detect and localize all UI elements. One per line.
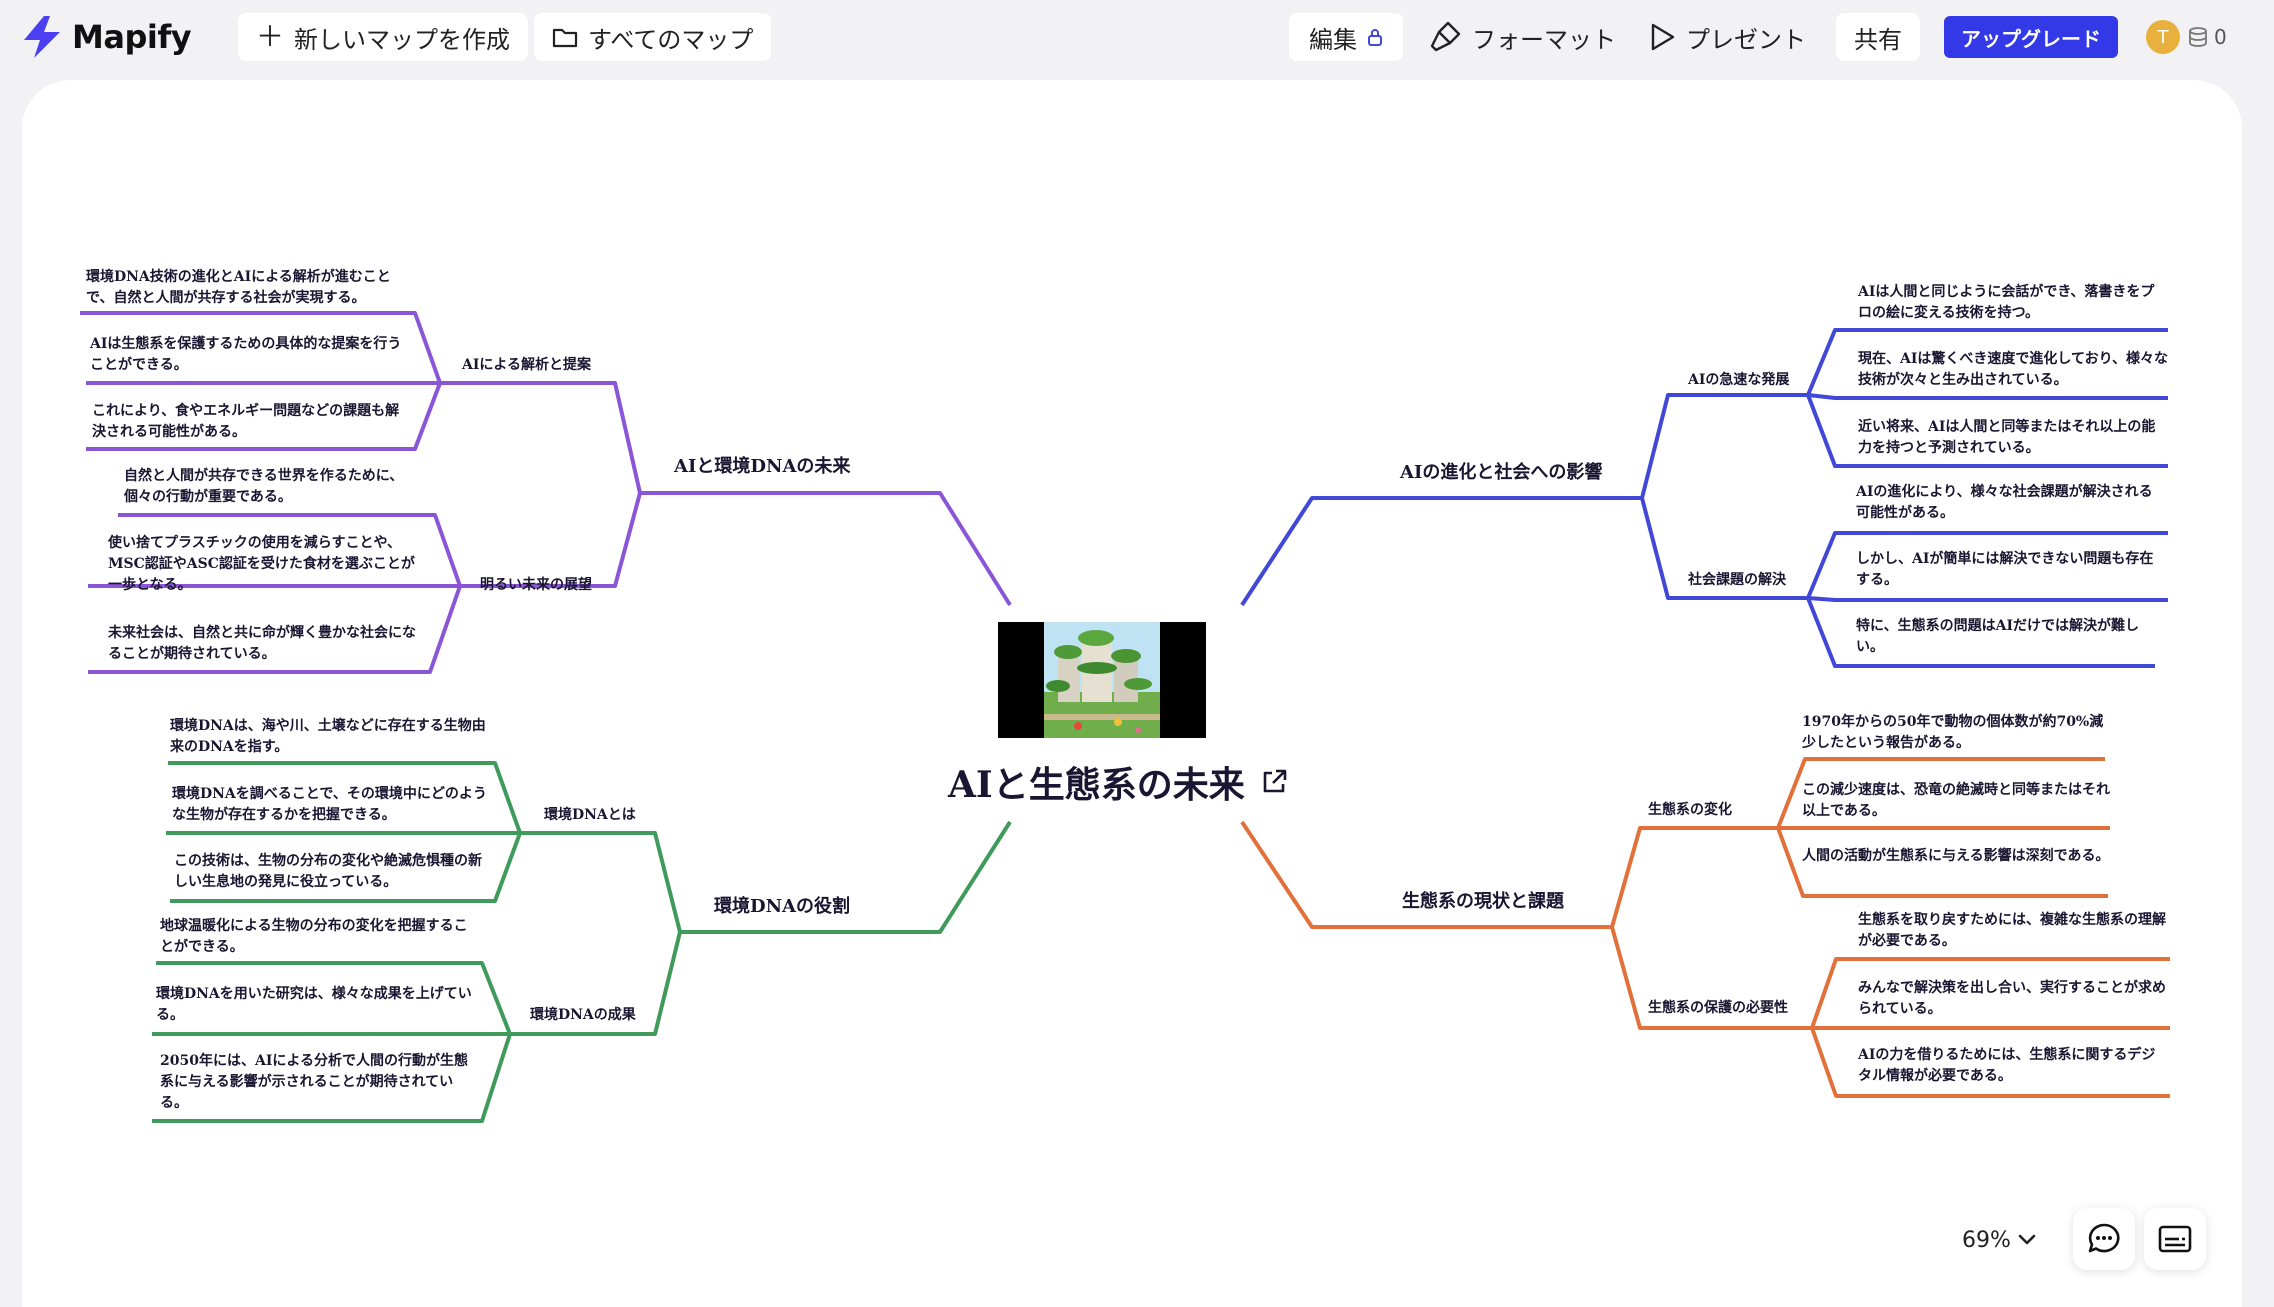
- present-label: プレゼント: [1686, 25, 1806, 54]
- credits-indicator[interactable]: 0: [2188, 20, 2227, 54]
- center-title: AIと生態系の未来: [948, 764, 1245, 806]
- present-button[interactable]: プレゼント: [1648, 13, 1806, 61]
- leaf-node[interactable]: 現在、AIは驚くべき速度で進化しており、様々な技術が次々と生み出されている。: [1858, 351, 2169, 388]
- zoom-level: 69%: [1962, 1227, 2011, 1253]
- external-link-icon[interactable]: [1259, 767, 1289, 797]
- leaf-node[interactable]: AIは生態系を保護するための具体的な提案を行うことができる。: [90, 336, 402, 373]
- center-node[interactable]: AIと生態系の未来: [948, 756, 1289, 808]
- avatar[interactable]: T: [2146, 20, 2180, 54]
- leaf-node[interactable]: AIの進化により、様々な社会課題が解決される可能性がある。: [1856, 484, 2153, 521]
- subtopic-ecosystem-protection[interactable]: 生態系の保護の必要性: [1648, 1000, 1788, 1016]
- top-bar: Mapify ＋ 新しいマップを作成 すべてのマップ 編集 フォーマット プレゼ…: [0, 0, 2274, 74]
- leaf-node[interactable]: 使い捨てプラスチックの使用を減らすことや、MSC認証やASC認証を受けた食材を選…: [108, 535, 415, 593]
- subtopic-what-is-edna[interactable]: 環境DNAとは: [544, 807, 636, 823]
- lock-icon: [1368, 29, 1382, 46]
- leaf-node[interactable]: 環境DNAを調べることで、その環境中にどのような生物が存在するかを把握できる。: [172, 786, 487, 823]
- credits-count: 0: [2214, 25, 2227, 49]
- subtitles-button[interactable]: [2144, 1208, 2206, 1270]
- all-maps-label: すべてのマップ: [588, 25, 754, 54]
- leaf-node[interactable]: 自然と人間が共存できる世界を作るために、個々の行動が重要である。: [124, 468, 404, 505]
- chevron-down-icon: [2018, 1234, 2036, 1245]
- subtopic-edna-results[interactable]: 環境DNAの成果: [530, 1007, 636, 1023]
- branch-edna-role[interactable]: 環境DNAの役割: [714, 896, 851, 917]
- blue-connectors: [1240, 328, 2168, 668]
- leaf-node[interactable]: AIの力を借りるためには、生態系に関するデジタル情報が必要である。: [1858, 1047, 2156, 1084]
- leaf-node[interactable]: AIは人間と同じように会話ができ、落書きをプロの絵に変える技術を持つ。: [1858, 284, 2155, 321]
- connector-lines: [80, 311, 2170, 1123]
- leaf-node[interactable]: 1970年からの50年で動物の個体数が約70%減少したという報告がある。: [1802, 714, 2104, 751]
- leaf-node[interactable]: この技術は、生物の分布の変化や絶滅危惧種の新しい生息地の発見に役立っている。: [174, 853, 482, 890]
- lightning-logo-icon: [24, 16, 60, 58]
- center-thumbnail-image[interactable]: [998, 622, 1206, 738]
- green-connectors: [152, 761, 1012, 1123]
- leaf-node[interactable]: この減少速度は、恐竜の絶滅時と同等またはそれ以上である。: [1802, 782, 2110, 819]
- format-label: フォーマット: [1472, 25, 1616, 54]
- leaf-node[interactable]: 環境DNA技術の進化とAIによる解析が進むことで、自然と人間が共存する社会が実現…: [86, 269, 391, 306]
- edit-label: 編集: [1309, 25, 1357, 54]
- leaf-node[interactable]: 生態系を取り戻すためには、複雑な生態系の理解が必要である。: [1858, 912, 2166, 949]
- share-button[interactable]: 共有: [1836, 13, 1920, 61]
- mindmap-canvas[interactable]: AIと生態系の未来 AIと環境DNAの未来 AIによる解析と提案 明るい未来の展…: [22, 80, 2242, 1307]
- branch-ai-society[interactable]: AIの進化と社会への影響: [1400, 462, 1603, 483]
- subtopic-ai-rapid-growth[interactable]: AIの急速な発展: [1688, 372, 1790, 388]
- eco-city-illustration: [998, 622, 1206, 738]
- all-maps-button[interactable]: すべてのマップ: [534, 13, 772, 61]
- plus-icon: ＋: [256, 20, 285, 53]
- leaf-node[interactable]: 特に、生態系の問題はAIだけでは解決が難しい。: [1856, 618, 2139, 655]
- branch-ai-edna-future[interactable]: AIと環境DNAの未来: [674, 456, 851, 477]
- new-map-button[interactable]: ＋ 新しいマップを作成: [238, 13, 529, 61]
- app-logo[interactable]: Mapify: [20, 13, 192, 61]
- format-button[interactable]: フォーマット: [1428, 13, 1616, 61]
- edit-button[interactable]: 編集: [1289, 13, 1403, 61]
- leaf-node[interactable]: 近い将来、AIは人間と同等またはそれ以上の能力を持つと予測されている。: [1858, 419, 2156, 456]
- share-label: 共有: [1854, 25, 1902, 54]
- mindmap: AIと生態系の未来 AIと環境DNAの未来 AIによる解析と提案 明るい未来の展…: [22, 80, 2242, 1307]
- folder-icon: [552, 28, 578, 48]
- paint-brush-icon: [1430, 21, 1461, 52]
- chat-button[interactable]: [2073, 1208, 2135, 1270]
- upgrade-button[interactable]: アップグレード: [1944, 16, 2118, 58]
- leaf-node[interactable]: これにより、食やエネルギー問題などの課題も解決される可能性がある。: [92, 403, 400, 440]
- leaf-node[interactable]: 環境DNAは、海や川、土壌などに存在する生物由来のDNAを指す。: [170, 718, 486, 755]
- orange-connectors: [1240, 757, 2170, 1098]
- purple-connectors: [80, 311, 1012, 674]
- leaf-node[interactable]: 地球温暖化による生物の分布の変化を把握することができる。: [160, 918, 468, 955]
- leaf-node[interactable]: 人間の活動が生態系に与える影響は深刻である。: [1802, 848, 2110, 864]
- coin-stack-icon: [2189, 27, 2207, 47]
- leaf-node[interactable]: 2050年には、AIによる分析で人間の行動が生態系に与える影響が示されることが期…: [160, 1053, 468, 1111]
- new-map-label: 新しいマップを作成: [294, 25, 511, 54]
- subtopic-ai-analysis[interactable]: AIによる解析と提案: [462, 357, 591, 373]
- chat-bubble-icon: [2088, 1223, 2120, 1253]
- branch-ecosystem-issues[interactable]: 生態系の現状と課題: [1402, 891, 1564, 912]
- app-name: Mapify: [72, 18, 192, 56]
- leaf-node[interactable]: みんなで解決策を出し合い、実行することが求められている。: [1858, 980, 2166, 1017]
- leaf-node[interactable]: 未来社会は、自然と共に命が輝く豊かな社会になることが期待されている。: [108, 625, 416, 662]
- zoom-control[interactable]: 69%: [1962, 1222, 2037, 1258]
- subtopic-bright-future[interactable]: 明るい未来の展望: [480, 577, 592, 593]
- subtitles-icon: [2158, 1225, 2192, 1253]
- subtopic-ecosystem-change[interactable]: 生態系の変化: [1648, 802, 1732, 818]
- subtopic-social-issues[interactable]: 社会課題の解決: [1688, 572, 1786, 588]
- leaf-node[interactable]: 環境DNAを用いた研究は、様々な成果を上げている。: [156, 986, 472, 1023]
- play-icon: [1651, 23, 1675, 51]
- leaf-node[interactable]: しかし、AIが簡単には解決できない問題も存在する。: [1856, 551, 2154, 588]
